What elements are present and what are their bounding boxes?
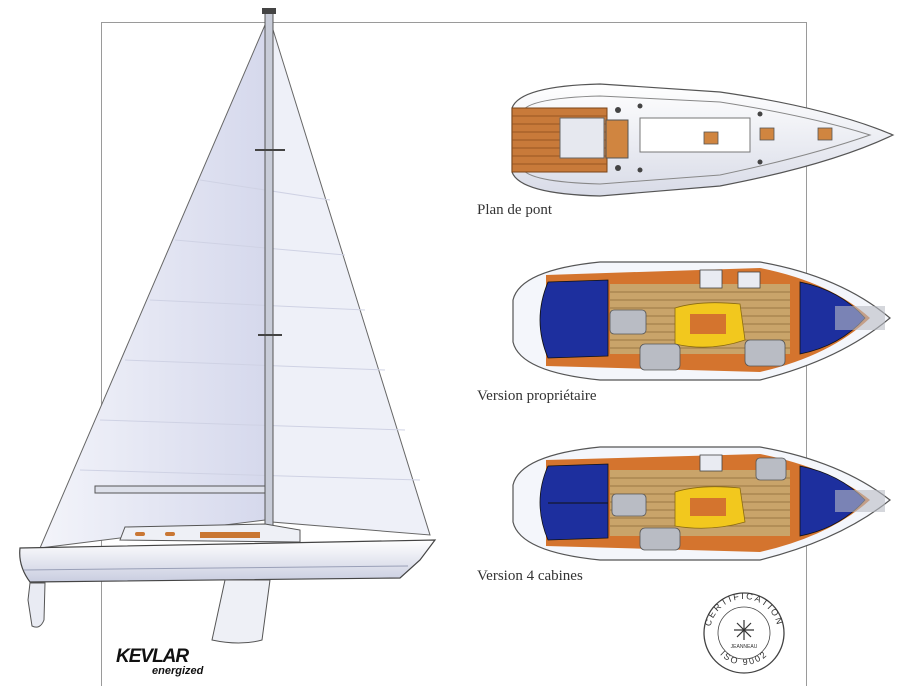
rudder (27, 582, 46, 628)
hull (19, 539, 437, 583)
label-four-cabin-version: Version 4 cabines (477, 568, 583, 584)
deck-plan-drawing (511, 83, 895, 197)
genoa-sail (39, 17, 269, 549)
boom (94, 485, 266, 494)
side-profile (19, 8, 437, 644)
kevlar-logo: KEVLAR energized (116, 646, 226, 684)
portholes (135, 532, 175, 536)
four-cabin-version-drawing (512, 446, 891, 561)
keel (211, 579, 271, 644)
kevlar-logo-main: KEVLAR (116, 646, 189, 667)
jeanneau-star-icon (734, 620, 754, 640)
owner-version-drawing (512, 261, 891, 381)
cert-center-text: JEANNEAU (731, 644, 758, 650)
mast (264, 9, 274, 531)
iso-certification-seal: CERTIFICATION ISO 9002 JEANNEAU (703, 591, 785, 674)
kevlar-logo-sub: energized (152, 665, 204, 677)
mainsail (269, 19, 431, 536)
sail-seams (79, 179, 421, 481)
label-owner-version: Version propriétaire (477, 388, 597, 404)
label-deck-plan: Plan de pont (477, 202, 552, 218)
